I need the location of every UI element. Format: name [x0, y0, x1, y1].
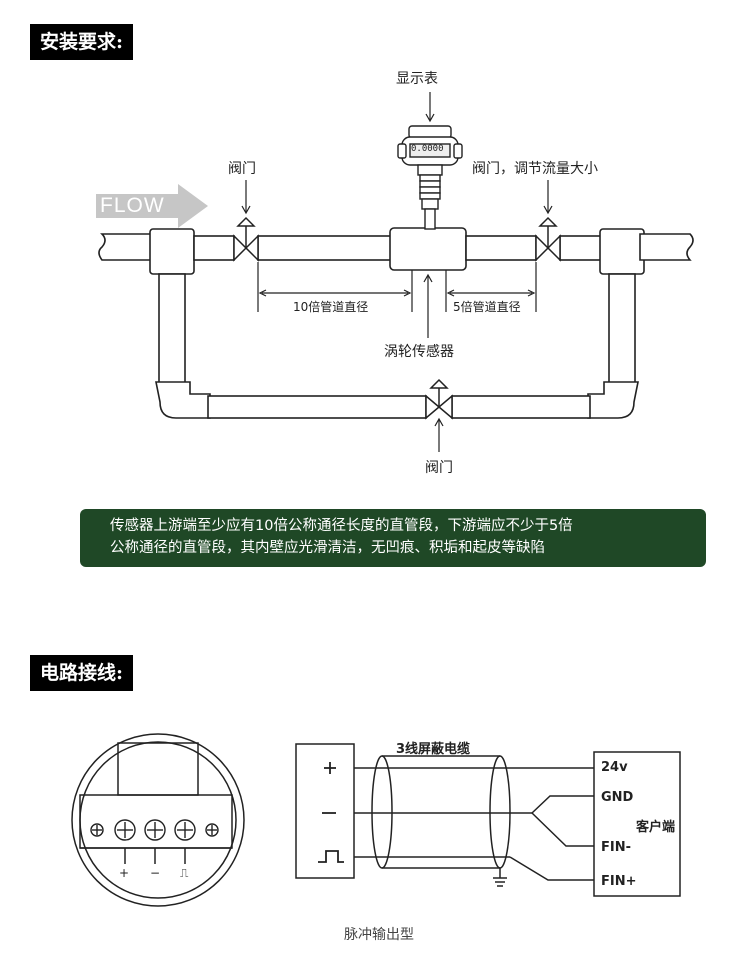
outlet-pipe — [639, 233, 694, 261]
note-line: 传感器上游端至少应有10倍公称通径长度的直管段，下游端应不少于5倍 — [110, 518, 573, 534]
tee-right — [599, 228, 645, 275]
terminal-mark-minus: − — [150, 866, 161, 880]
label-flow: FLOW — [100, 194, 165, 217]
elbow-left — [155, 381, 211, 419]
label-upstream: 10倍管道直径 — [293, 300, 369, 314]
label-valve-right: 阀门，调节流量大小 — [472, 161, 598, 177]
flow-arrow — [96, 184, 208, 228]
note-line: 公称通径的直管段，其内壁应光滑清洁，无凹痕、积垢和起皮等缺陷 — [110, 540, 545, 556]
terminal-mark-pulse: ⎍ — [180, 866, 189, 880]
pipe-segment — [257, 235, 393, 261]
sensor-output-symbols — [318, 762, 344, 863]
bypass-pipe — [451, 395, 591, 419]
section-title-installation: 安装要求: — [30, 24, 134, 60]
bypass-right-vertical — [608, 273, 636, 385]
display-meter — [397, 125, 463, 230]
wiring-schematic — [295, 743, 681, 897]
bypass-left-vertical — [158, 273, 186, 385]
installation-note: 传感器上游端至少应有10倍公称通径长度的直管段，下游端应不少于5倍 公称通径的直… — [80, 509, 706, 567]
pipeline — [98, 227, 694, 419]
terminal-fin-plus: FIN+ — [601, 874, 637, 889]
label-shielded-cable: 3线屏蔽电缆 — [396, 742, 471, 757]
bypass-pipe — [207, 395, 427, 419]
label-valve-bottom: 阀门 — [425, 460, 453, 476]
label-downstream: 5倍管道直径 — [453, 300, 521, 314]
tee-left — [149, 228, 195, 275]
caption-pulse-output: 脉冲输出型 — [344, 927, 414, 943]
annotation-lines — [241, 92, 553, 452]
turbine-sensor-body — [389, 227, 467, 271]
label-turbine-sensor: 涡轮传感器 — [384, 344, 454, 360]
terminal-mark-plus: + — [119, 866, 130, 880]
screw-terminals — [90, 819, 219, 841]
shield-left — [371, 755, 393, 869]
terminal-block — [71, 733, 245, 907]
terminal-fin-minus: FIN- — [601, 840, 631, 855]
elbow-right — [587, 381, 639, 419]
label-valve-left: 阀门 — [228, 161, 256, 177]
valve-bottom — [425, 378, 453, 420]
valve-left — [233, 216, 259, 262]
shield-right — [489, 755, 511, 869]
label-display: 显示表 — [396, 71, 438, 87]
customer-terminal-box — [593, 751, 681, 897]
pipe-segment — [465, 235, 537, 261]
valve-right — [535, 216, 561, 262]
section-title-wiring: 电路接线: — [30, 655, 134, 691]
terminal-24v: 24v — [601, 760, 628, 775]
terminal-gnd: GND — [601, 790, 634, 805]
inlet-pipe — [98, 233, 161, 261]
display-reading: 0.0000 — [411, 144, 444, 154]
pipe-segment — [193, 235, 235, 261]
pipe-segment — [559, 235, 603, 261]
sensor-output-box — [295, 743, 355, 879]
label-customer: 客户端 — [636, 820, 676, 835]
